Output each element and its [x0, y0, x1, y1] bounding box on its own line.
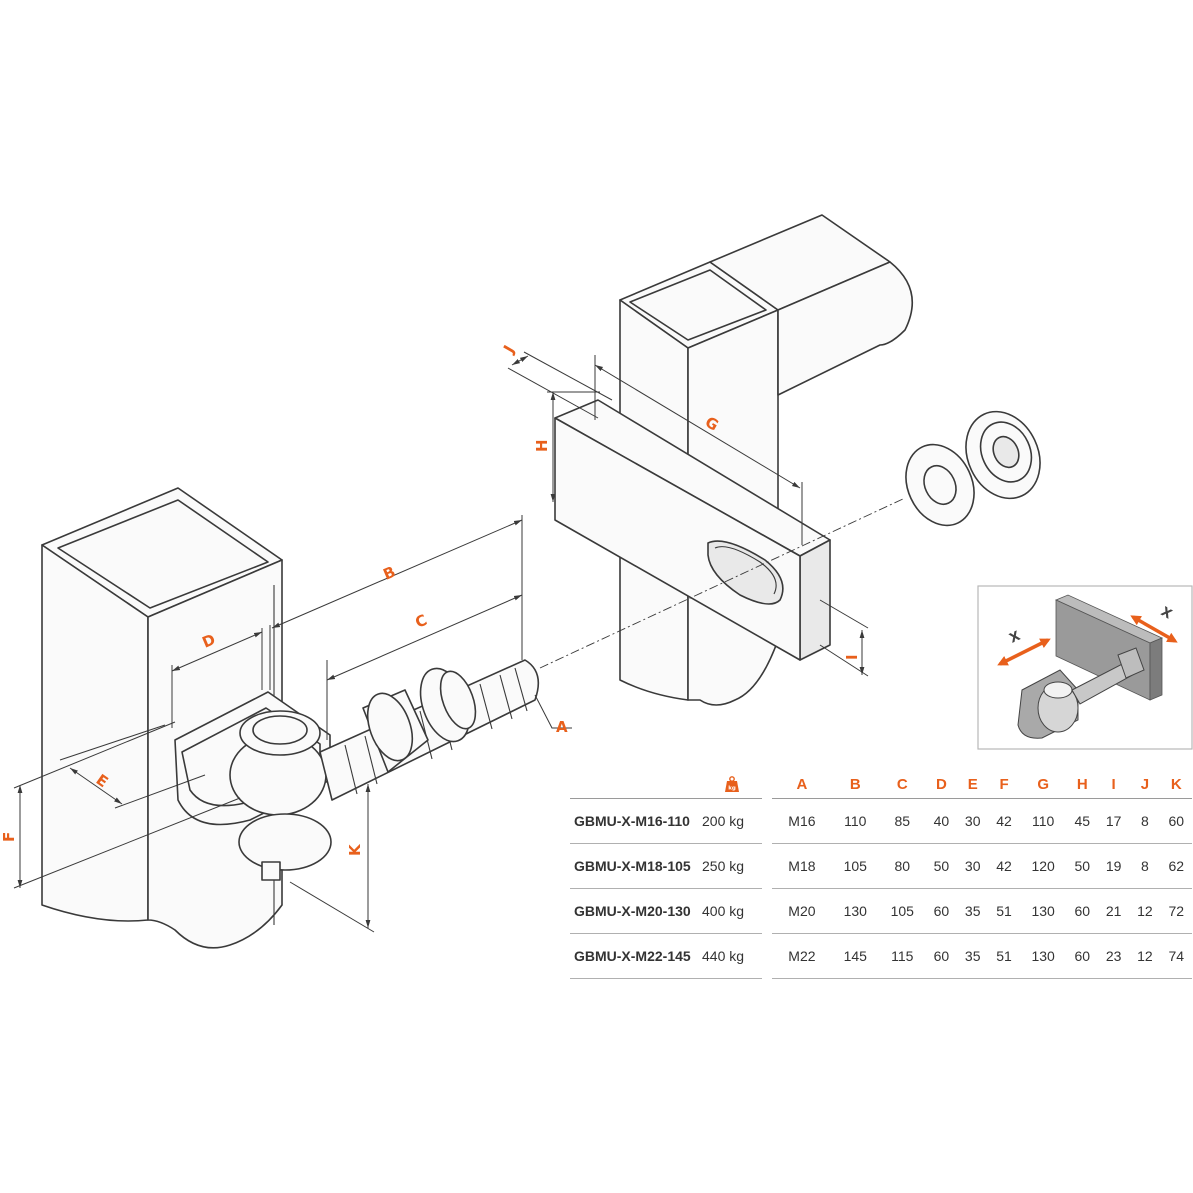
- model-header: [570, 770, 702, 799]
- value-cell: 50: [925, 843, 958, 889]
- value-cell: 19: [1097, 843, 1130, 889]
- value-cell: 74: [1160, 933, 1192, 979]
- model-cell: GBMU-X-M16-110: [570, 798, 702, 844]
- col-header: J: [1129, 770, 1161, 799]
- value-cell: 130: [1019, 888, 1067, 934]
- value-cell: 51: [988, 933, 1020, 979]
- col-header: H: [1066, 770, 1098, 799]
- value-cell: 72: [1160, 888, 1192, 934]
- value-cell: 60: [1066, 888, 1098, 934]
- model-cell: GBMU-X-M22-145: [570, 933, 702, 979]
- dim-label-c: C: [413, 611, 430, 632]
- col-header: D: [925, 770, 958, 799]
- value-cell: 35: [957, 888, 989, 934]
- value-cell: 85: [878, 798, 926, 844]
- value-cell: M16: [762, 798, 832, 844]
- value-cell: 40: [925, 798, 958, 844]
- value-cell: 110: [1019, 798, 1067, 844]
- dim-label-k: K: [346, 843, 364, 856]
- value-cell: 12: [1129, 888, 1161, 934]
- value-cell: M20: [762, 888, 832, 934]
- dim-label-i: I: [843, 654, 861, 660]
- value-cell: M22: [762, 933, 832, 979]
- load-cell: 250 kg: [702, 843, 767, 889]
- col-header: E: [957, 770, 989, 799]
- col-header: G: [1019, 770, 1067, 799]
- value-cell: 23: [1097, 933, 1130, 979]
- value-cell: 130: [1019, 933, 1067, 979]
- load-cell: 200 kg: [702, 798, 767, 844]
- value-cell: M18: [762, 843, 832, 889]
- model-cell: GBMU-X-M20-130: [570, 888, 702, 934]
- value-cell: 35: [957, 933, 989, 979]
- value-cell: 42: [988, 843, 1020, 889]
- value-cell: 50: [1066, 843, 1098, 889]
- value-cell: 60: [1066, 933, 1098, 979]
- col-header: F: [988, 770, 1020, 799]
- value-cell: 105: [831, 843, 879, 889]
- col-header: C: [878, 770, 926, 799]
- load-header: kg: [702, 770, 767, 799]
- value-cell: 62: [1160, 843, 1192, 889]
- adjustment-inset: X X: [977, 585, 1193, 750]
- value-cell: 80: [878, 843, 926, 889]
- value-cell: 8: [1129, 843, 1161, 889]
- washer-and-nut: [905, 410, 1041, 527]
- svg-text:kg: kg: [728, 785, 736, 791]
- value-cell: 110: [831, 798, 879, 844]
- load-cell: 400 kg: [702, 888, 767, 934]
- value-cell: 17: [1097, 798, 1130, 844]
- bolt-axis: [539, 497, 906, 669]
- col-header: K: [1160, 770, 1192, 799]
- weight-kg-icon: kg: [725, 775, 739, 792]
- load-cell: 440 kg: [702, 933, 767, 979]
- value-cell: 8: [1129, 798, 1161, 844]
- value-cell: 45: [1066, 798, 1098, 844]
- model-cell: GBMU-X-M18-105: [570, 843, 702, 889]
- dim-label-f: F: [0, 832, 18, 842]
- value-cell: 145: [831, 933, 879, 979]
- hinge-bolt: [174, 659, 540, 881]
- spec-table-header: kg A B C D E F G H I J K: [570, 770, 1192, 799]
- value-cell: 60: [925, 888, 958, 934]
- value-cell: 60: [1160, 798, 1192, 844]
- dim-label-a: A: [556, 718, 568, 736]
- dim-label-j: J: [499, 342, 518, 357]
- col-header: I: [1097, 770, 1130, 799]
- value-cell: 42: [988, 798, 1020, 844]
- value-cell: 115: [878, 933, 926, 979]
- value-cell: 30: [957, 798, 989, 844]
- value-cell: 21: [1097, 888, 1130, 934]
- value-cell: 60: [925, 933, 958, 979]
- col-header: A: [762, 770, 832, 799]
- value-cell: 12: [1129, 933, 1161, 979]
- value-cell: 130: [831, 888, 879, 934]
- value-cell: 51: [988, 888, 1020, 934]
- dimension-lines: [13, 351, 869, 933]
- value-cell: 30: [957, 843, 989, 889]
- dim-label-b: B: [381, 563, 399, 584]
- dim-label-h: H: [533, 439, 551, 452]
- col-header: B: [831, 770, 879, 799]
- value-cell: 105: [878, 888, 926, 934]
- value-cell: 120: [1019, 843, 1067, 889]
